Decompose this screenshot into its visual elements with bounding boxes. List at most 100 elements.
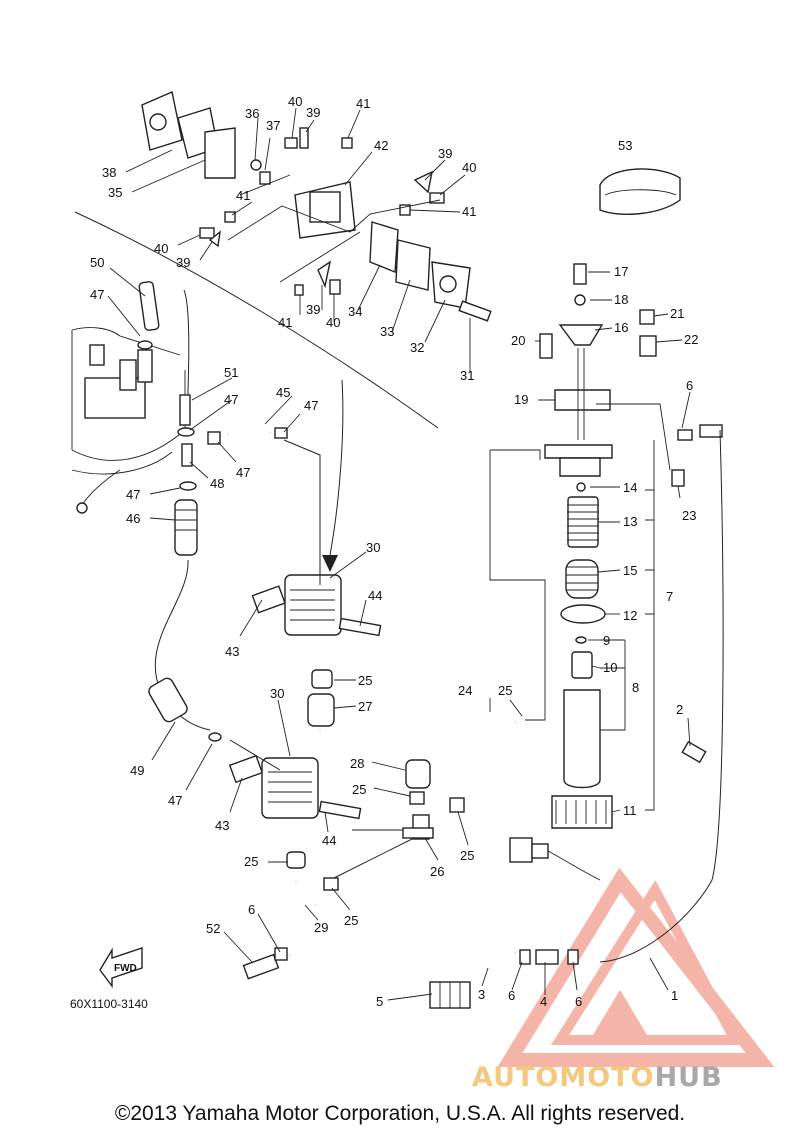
callout-7: 7: [666, 589, 673, 604]
callout-47f: 47: [168, 793, 182, 808]
callout-24: 24: [458, 683, 472, 698]
fuel-pump-upper: [251, 574, 382, 727]
callout-52: 52: [206, 921, 220, 936]
callout-25d: 25: [460, 848, 474, 863]
callout-43a: 43: [225, 644, 239, 659]
callout-42: 42: [374, 138, 388, 153]
callout-46: 46: [126, 511, 140, 526]
callout-28: 28: [350, 756, 364, 771]
callout-47d: 47: [236, 465, 250, 480]
callout-43b: 43: [215, 818, 229, 833]
callout-27: 27: [358, 699, 372, 714]
group-8-bracket: [600, 639, 626, 731]
callout-3: 3: [478, 987, 485, 1002]
callout-39c: 39: [176, 255, 190, 270]
fuel-pump-lower: [228, 754, 362, 869]
engine-block: [71, 327, 186, 514]
forward-direction-icon: FWD: [99, 947, 143, 989]
callout-39b: 39: [438, 146, 452, 161]
callout-25a: 25: [358, 673, 372, 688]
callout-25e: 25: [244, 854, 258, 869]
callout-39a: 39: [306, 105, 320, 120]
filter-outline: [489, 449, 546, 721]
callout-2: 2: [676, 702, 683, 717]
callout-32: 32: [410, 340, 424, 355]
callout-38: 38: [102, 165, 116, 180]
callout-41d: 41: [278, 315, 292, 330]
callout-16: 16: [614, 320, 628, 335]
hose-49: [154, 559, 211, 731]
callout-45: 45: [276, 385, 290, 400]
primer-group: [141, 91, 681, 322]
callout-48: 48: [210, 476, 224, 491]
callout-50: 50: [90, 255, 104, 270]
watermark-text: AUTOMOTOHUB: [472, 1062, 723, 1093]
callout-25f: 25: [344, 913, 358, 928]
callout-20: 20: [511, 333, 525, 348]
callout-29: 29: [314, 920, 328, 935]
leader-lines: [107, 107, 691, 1001]
callout-44b: 44: [322, 833, 336, 848]
copyright-notice: ©2013 Yamaha Motor Corporation, U.S.A. A…: [114, 1102, 686, 1125]
callout-9: 9: [603, 633, 610, 648]
callout-40b: 40: [462, 160, 476, 175]
callout-41a: 41: [356, 96, 370, 111]
callout-8: 8: [632, 680, 639, 695]
callout-18: 18: [614, 292, 628, 307]
callout-5: 5: [376, 994, 383, 1009]
fwd-label: FWD: [114, 963, 137, 974]
callout-11: 11: [623, 803, 637, 818]
callout-23: 23: [682, 508, 696, 523]
callout-6a: 6: [686, 378, 693, 393]
callout-49: 49: [130, 763, 144, 778]
callout-47e: 47: [126, 487, 140, 502]
callout-13: 13: [623, 514, 637, 529]
callout-4: 4: [540, 994, 547, 1009]
callout-25c: 25: [352, 782, 366, 797]
engine-divider-line: [74, 211, 439, 429]
small-parts: [137, 281, 707, 1009]
callout-30b: 30: [270, 686, 284, 701]
callout-47c: 47: [304, 398, 318, 413]
callout-51: 51: [224, 365, 238, 380]
callout-15: 15: [623, 563, 637, 578]
callout-35: 35: [108, 185, 122, 200]
watermark-logo: [497, 867, 775, 1067]
callout-41b: 41: [462, 204, 476, 219]
callout-47b: 47: [224, 392, 238, 407]
callout-34: 34: [348, 304, 362, 319]
callout-6b: 6: [508, 988, 515, 1003]
callout-1: 1: [671, 988, 678, 1003]
callout-40d: 40: [326, 315, 340, 330]
callout-25b: 25: [498, 683, 512, 698]
callout-19: 19: [514, 392, 528, 407]
callout-41c: 41: [236, 188, 250, 203]
callout-14: 14: [623, 480, 637, 495]
callout-12: 12: [623, 608, 637, 623]
callout-44a: 44: [368, 588, 382, 603]
callout-10: 10: [603, 660, 617, 675]
callout-30a: 30: [366, 540, 380, 555]
part-code: 60X1100-3140: [70, 997, 148, 1011]
watermark-brand-part2: HUB: [655, 1062, 723, 1093]
callout-17: 17: [614, 264, 628, 279]
callout-labels: 1 2 3 4 5 6 6 6 6 7 8 9 10 11 12 13 14 1…: [90, 94, 698, 1009]
callout-36: 36: [245, 106, 259, 121]
callout-40c: 40: [154, 241, 168, 256]
callout-47a: 47: [90, 287, 104, 302]
callout-6d: 6: [248, 902, 255, 917]
callout-37: 37: [266, 118, 280, 133]
fuel-filter-assembly: [509, 263, 723, 881]
callout-21: 21: [670, 306, 684, 321]
callout-33: 33: [380, 324, 394, 339]
callout-40a: 40: [288, 94, 302, 109]
callout-53: 53: [618, 138, 632, 153]
callout-26: 26: [430, 864, 444, 879]
callout-31: 31: [460, 368, 474, 383]
callout-22: 22: [684, 332, 698, 347]
watermark-brand-part1: AUTOMOTO: [472, 1062, 655, 1093]
hose-1: [599, 429, 724, 963]
callout-39d: 39: [306, 302, 320, 317]
callout-6c: 6: [575, 994, 582, 1009]
